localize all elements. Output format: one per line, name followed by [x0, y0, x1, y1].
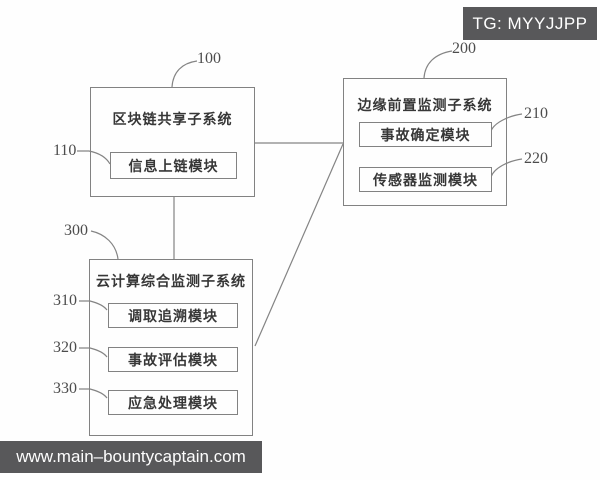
ref-label-300: 300 — [64, 222, 88, 239]
module-110-label: 信息上链模块 — [128, 159, 219, 175]
block-100-title: 区块链共享子系统 — [112, 113, 233, 128]
leader-200 — [423, 50, 453, 79]
module-sensor-monitoring: 传感器监测模块 — [359, 167, 492, 192]
ref-label-310: 310 — [53, 292, 77, 309]
module-accident-evaluation: 事故评估模块 — [108, 347, 238, 372]
leader-100 — [171, 60, 198, 88]
module-210-label: 事故确定模块 — [380, 128, 471, 144]
block-300-title: 云计算综合监测子系统 — [96, 275, 246, 290]
website-watermark-bar: www.main–bountycaptain.com — [0, 441, 262, 473]
connector-200-300 — [254, 143, 344, 347]
leader-300 — [90, 230, 119, 260]
module-accident-determination: 事故确定模块 — [359, 122, 492, 147]
block-blockchain-sharing-subsystem: 区块链共享子系统 信息上链模块 — [90, 87, 255, 197]
module-retrieval-traceability: 调取追溯模块 — [108, 303, 238, 328]
ref-label-320: 320 — [53, 339, 77, 356]
block-200-title: 边缘前置监测子系统 — [357, 99, 493, 114]
block-edge-front-monitoring-subsystem: 边缘前置监测子系统 事故确定模块 传感器监测模块 — [343, 78, 507, 206]
ref-label-330: 330 — [53, 380, 77, 397]
module-330-label: 应急处理模块 — [128, 396, 218, 412]
ref-label-220: 220 — [524, 150, 548, 167]
module-220-label: 传感器监测模块 — [373, 173, 478, 189]
module-info-onchain: 信息上链模块 — [110, 152, 237, 179]
ref-label-200: 200 — [452, 40, 476, 57]
block-cloud-computing-monitoring-subsystem: 云计算综合监测子系统 调取追溯模块 事故评估模块 应急处理模块 — [89, 259, 253, 436]
module-emergency-handling: 应急处理模块 — [108, 390, 238, 415]
ref-label-100: 100 — [197, 50, 221, 67]
tg-watermark-badge: TG: MYYJJPP — [463, 7, 597, 40]
module-310-label: 调取追溯模块 — [128, 309, 218, 325]
ref-label-210: 210 — [524, 105, 548, 122]
module-320-label: 事故评估模块 — [128, 353, 218, 369]
ref-label-110: 110 — [53, 142, 77, 159]
